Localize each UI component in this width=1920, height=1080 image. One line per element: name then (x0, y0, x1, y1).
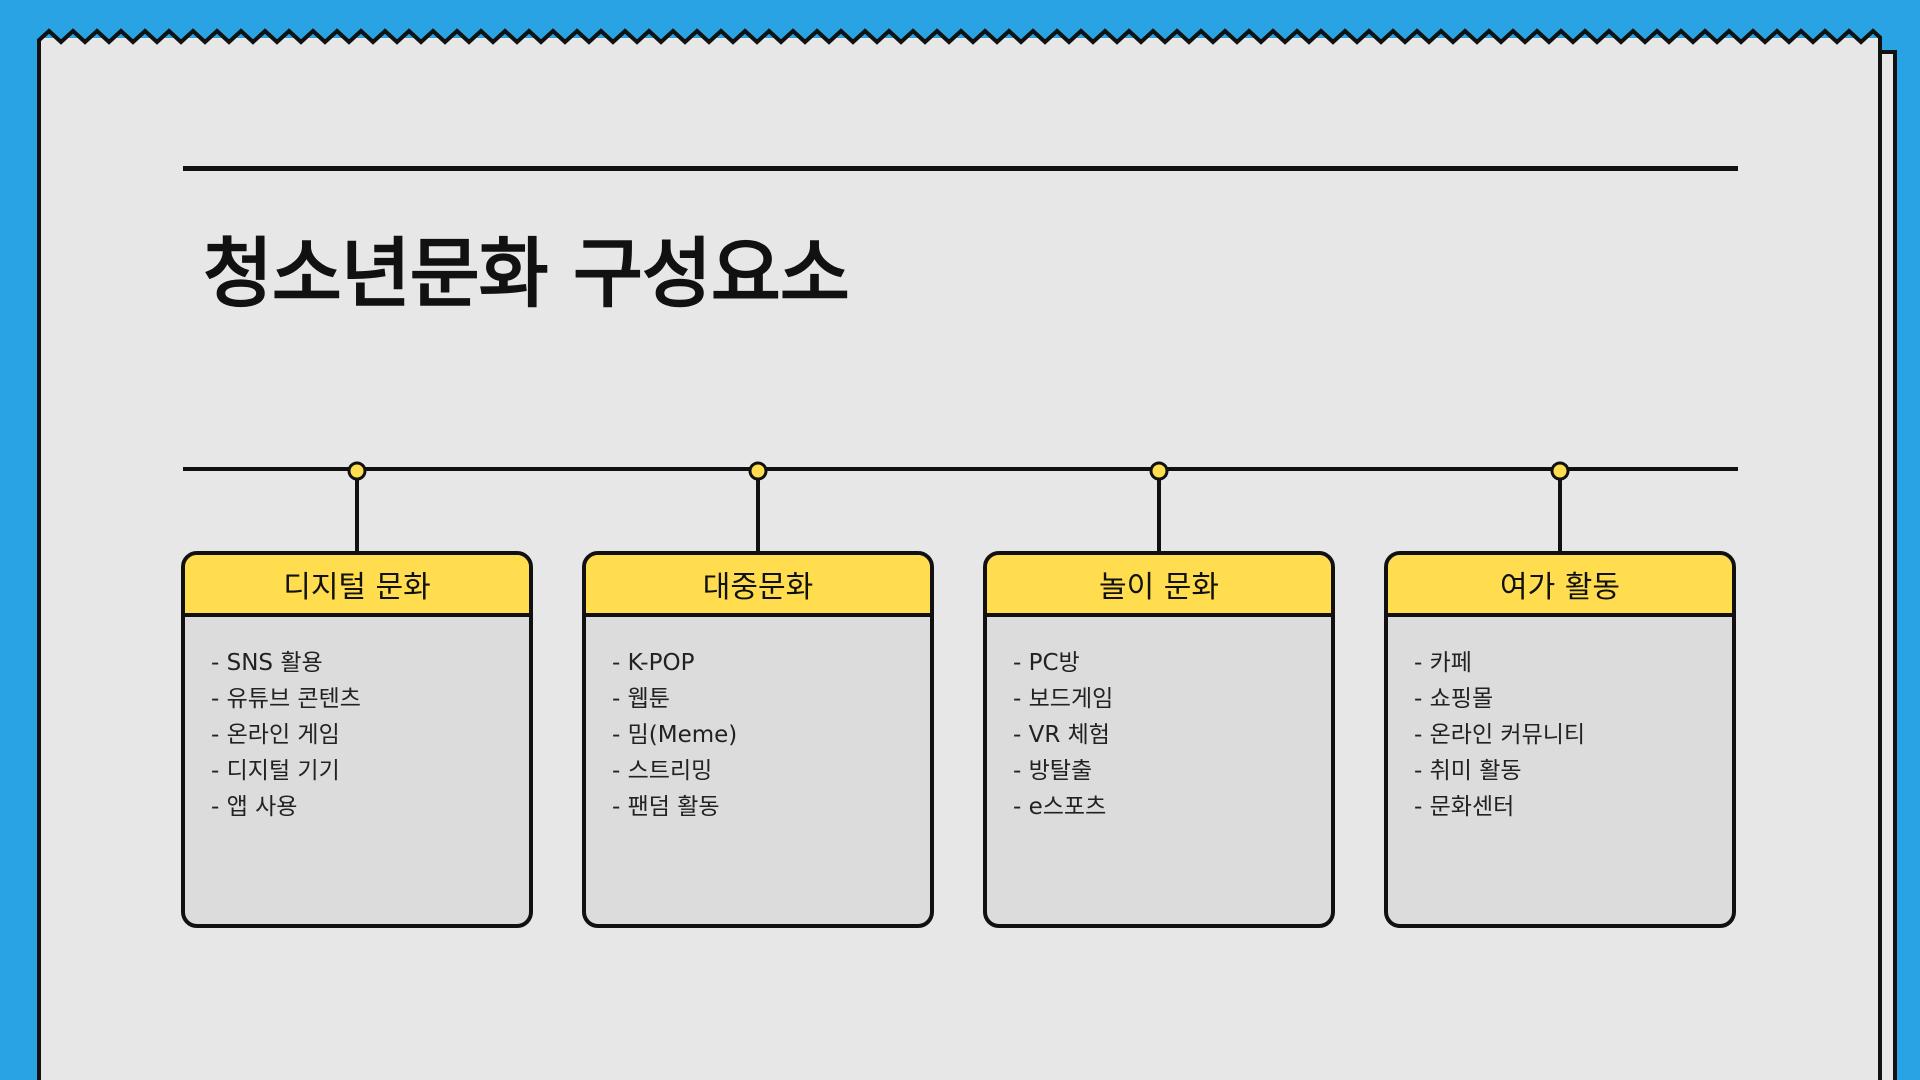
category-card: 놀이 문화PC방보드게임VR 체험방탈출e스포츠 (983, 551, 1335, 928)
category-item: 디지털 기기 (211, 753, 529, 789)
category-item-list: SNS 활용유튜브 콘텐츠온라인 게임디지털 기기앱 사용 (185, 617, 529, 825)
category-item: 팬덤 활동 (612, 789, 930, 825)
category-item: 앱 사용 (211, 789, 529, 825)
category-item: 웹툰 (612, 681, 930, 717)
category-item-list: K-POP웹툰밈(Meme)스트리밍팬덤 활동 (586, 617, 930, 825)
category-item: 카페 (1414, 645, 1732, 681)
category-item: 쇼핑몰 (1414, 681, 1732, 717)
category-item: PC방 (1013, 645, 1331, 681)
category-card: 디지털 문화SNS 활용유튜브 콘텐츠온라인 게임디지털 기기앱 사용 (181, 551, 533, 928)
category-item: 유튜브 콘텐츠 (211, 681, 529, 717)
category-card: 여가 활동카페쇼핑몰온라인 커뮤니티취미 활동문화센터 (1384, 551, 1736, 928)
category-item-list: 카페쇼핑몰온라인 커뮤니티취미 활동문화센터 (1388, 617, 1732, 825)
category-item: 문화센터 (1414, 789, 1732, 825)
category-card-title: 디지털 문화 (185, 555, 529, 617)
category-item: 스트리밍 (612, 753, 930, 789)
torn-paper-edge (37, 28, 1882, 45)
category-item: 취미 활동 (1414, 753, 1732, 789)
category-item: 밈(Meme) (612, 717, 930, 753)
category-card-title: 여가 활동 (1388, 555, 1732, 617)
category-item: 온라인 게임 (211, 717, 529, 753)
category-item: VR 체험 (1013, 717, 1331, 753)
category-card: 대중문화K-POP웹툰밈(Meme)스트리밍팬덤 활동 (582, 551, 934, 928)
category-card-title: 놀이 문화 (987, 555, 1331, 617)
title-top-rule (183, 166, 1738, 171)
page-title: 청소년문화 구성요소 (203, 229, 850, 318)
category-item: SNS 활용 (211, 645, 529, 681)
category-item: K-POP (612, 645, 930, 681)
category-item-list: PC방보드게임VR 체험방탈출e스포츠 (987, 617, 1331, 825)
category-item: 온라인 커뮤니티 (1414, 717, 1732, 753)
category-item: e스포츠 (1013, 789, 1331, 825)
category-item: 보드게임 (1013, 681, 1331, 717)
category-card-title: 대중문화 (586, 555, 930, 617)
category-item: 방탈출 (1013, 753, 1331, 789)
